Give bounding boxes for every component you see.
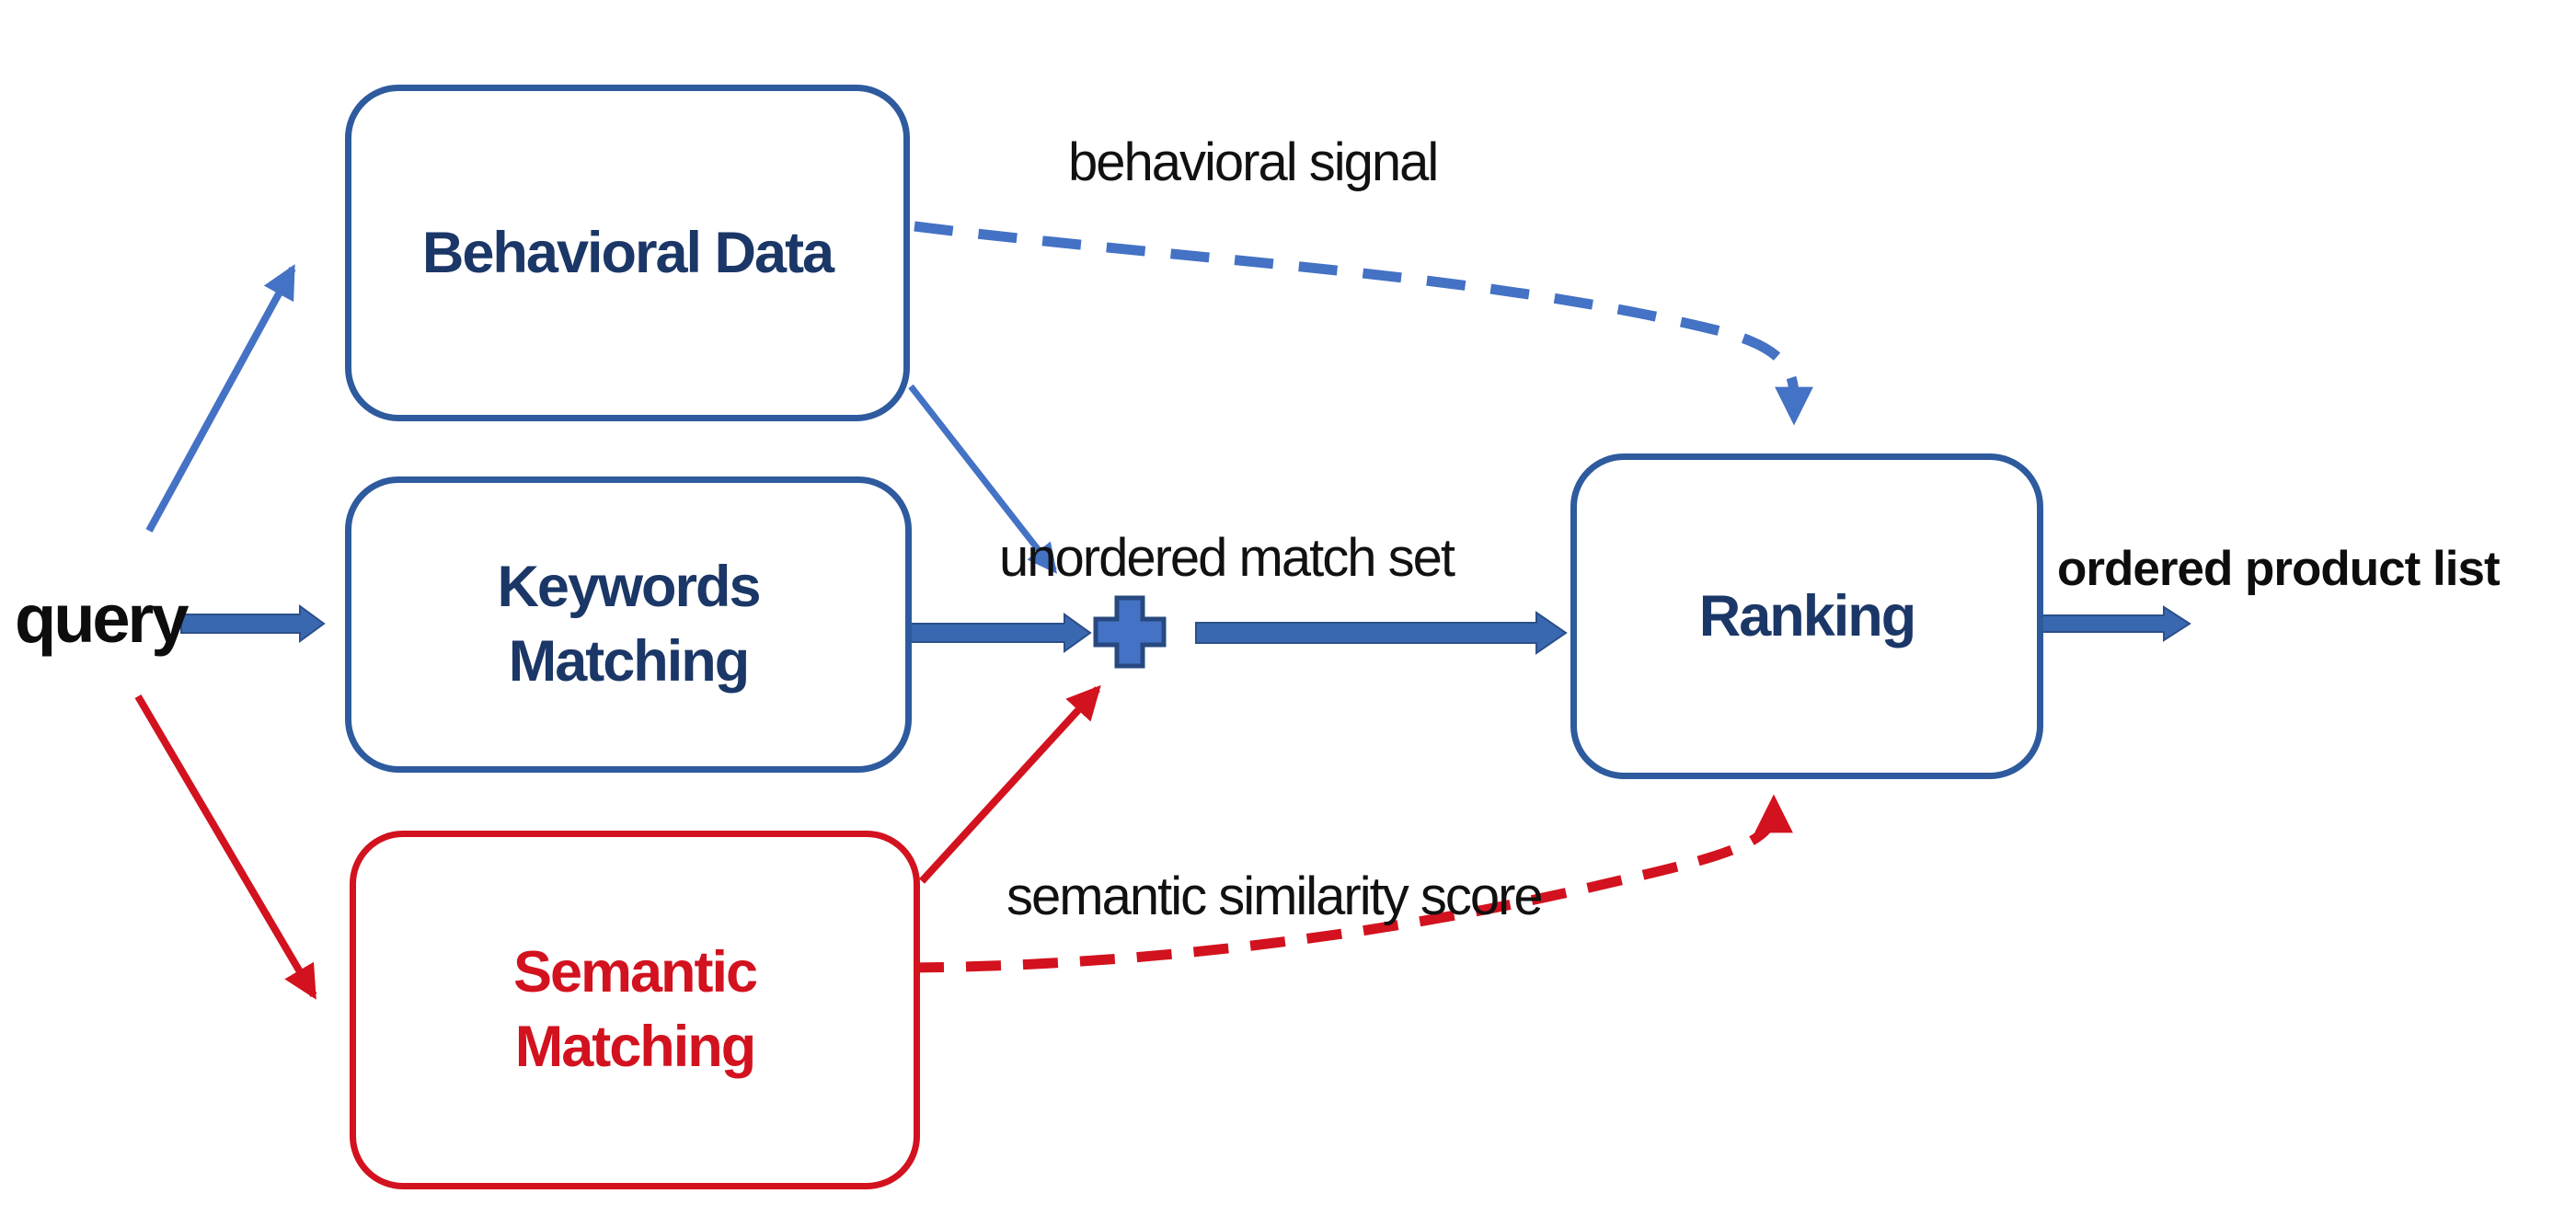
- semantic-similarity-score-label: semantic similarity score: [1006, 866, 1544, 926]
- query-input-label: query: [15, 580, 190, 657]
- ranking-to-output-arrow: [2034, 605, 2191, 642]
- merge-to-ranking-arrow: [1195, 611, 1568, 655]
- node-keywords-matching: Keywords Matching: [345, 476, 912, 773]
- behavioral-to-merge-arrow: [908, 384, 1057, 574]
- behavioral-signal-label: behavioral signal: [1068, 132, 1439, 192]
- query-to-behavioral-arrow: [145, 264, 296, 533]
- query-to-keywords-arrow: [180, 604, 326, 643]
- node-behavioral-data: Behavioral Data: [345, 85, 910, 421]
- keywords-to-merge-arrow: [905, 613, 1092, 653]
- node-ranking-label: Ranking: [1698, 583, 1917, 648]
- ordered-product-list-label: ordered product list: [2057, 542, 2501, 596]
- semantic-score-dashed-arrow: [908, 794, 1793, 973]
- node-keywords-matching-label: Keywords Matching: [497, 555, 761, 694]
- node-ranking: Ranking: [1570, 453, 2043, 779]
- behavioral-signal-dashed-arrow: [914, 221, 1813, 426]
- query-to-semantic-arrow: [134, 694, 317, 1000]
- node-behavioral-data-label: Behavioral Data: [421, 220, 834, 285]
- node-semantic-matching: Semantic Matching: [350, 831, 920, 1189]
- unordered-match-set-label: unordered match set: [999, 528, 1455, 588]
- semantic-to-merge-arrow: [919, 684, 1101, 884]
- node-semantic-matching-label: Semantic Matching: [512, 940, 758, 1079]
- merge-plus-icon: [1093, 595, 1167, 669]
